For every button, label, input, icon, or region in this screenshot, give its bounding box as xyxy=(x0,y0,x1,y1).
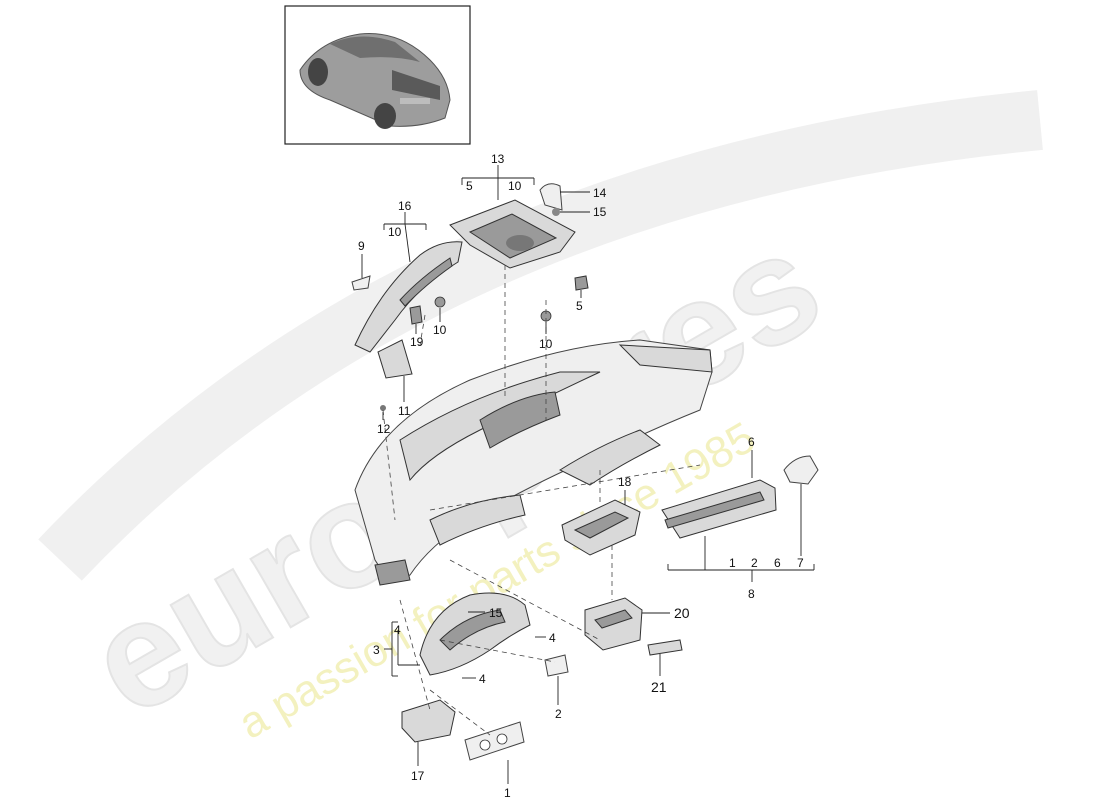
dashboard-carrier xyxy=(354,339,713,586)
callout-8-sub-1: 1 xyxy=(729,556,736,570)
callout-6-top: 6 xyxy=(748,435,755,449)
assembly-lines xyxy=(382,265,701,736)
part-6-glovebox xyxy=(661,479,777,539)
callout-13-sub-10: 10 xyxy=(508,179,522,193)
clips-10-19 xyxy=(409,296,552,325)
part-11 xyxy=(377,339,413,379)
callout-17: 17 xyxy=(411,769,425,783)
callout-21: 21 xyxy=(651,679,667,695)
callout-16: 16 xyxy=(398,199,412,213)
callout-8-sub-7: 7 xyxy=(797,556,804,570)
callout-9: 9 xyxy=(358,239,365,253)
callout-4-bottom: 4 xyxy=(479,672,486,686)
callout-2: 2 xyxy=(555,707,562,721)
part-20 xyxy=(584,597,643,651)
callout-8-sub-2: 2 xyxy=(751,556,758,570)
callout-4-bracket: 4 xyxy=(394,623,401,637)
part-18 xyxy=(561,499,641,556)
callout-8-sub-6: 6 xyxy=(774,556,781,570)
callout-labels: 13 5 10 14 15 5 16 10 9 19 10 10 11 12 6… xyxy=(358,152,804,800)
callout-13: 13 xyxy=(491,152,505,166)
part-1-trim xyxy=(464,721,525,761)
part-12-screw xyxy=(380,405,386,411)
callout-18: 18 xyxy=(618,475,632,489)
callout-19: 19 xyxy=(410,335,424,349)
callout-16-sub-10: 10 xyxy=(388,225,402,239)
part-13-cover xyxy=(449,199,576,269)
watermark-swoosh xyxy=(38,90,1043,581)
vehicle-thumbnail xyxy=(284,5,471,145)
part-21 xyxy=(647,639,683,656)
part-9 xyxy=(351,275,371,291)
part-15-screw xyxy=(552,208,560,216)
part-3-cluster xyxy=(419,592,531,676)
callout-4-right: 4 xyxy=(549,631,556,645)
leader-lines xyxy=(361,165,815,784)
part-7 xyxy=(783,455,819,485)
callout-1: 1 xyxy=(504,786,511,800)
callout-20: 20 xyxy=(674,605,690,621)
callout-15-lower: 15 xyxy=(489,606,503,620)
callout-10-center: 10 xyxy=(539,337,553,351)
part-17 xyxy=(401,699,456,743)
callout-3: 3 xyxy=(373,643,380,657)
callout-14: 14 xyxy=(593,186,607,200)
callout-13-sub-5: 5 xyxy=(466,179,473,193)
callout-15-upper: 15 xyxy=(593,205,607,219)
callout-12: 12 xyxy=(377,422,391,436)
callout-5-right: 5 xyxy=(576,299,583,313)
callout-10-left: 10 xyxy=(433,323,447,337)
part-5-clip xyxy=(574,275,589,291)
part-16-vent xyxy=(354,241,463,353)
callout-11: 11 xyxy=(398,404,411,418)
callout-8: 8 xyxy=(748,587,755,601)
part-2 xyxy=(544,654,569,677)
part-14 xyxy=(539,183,563,211)
